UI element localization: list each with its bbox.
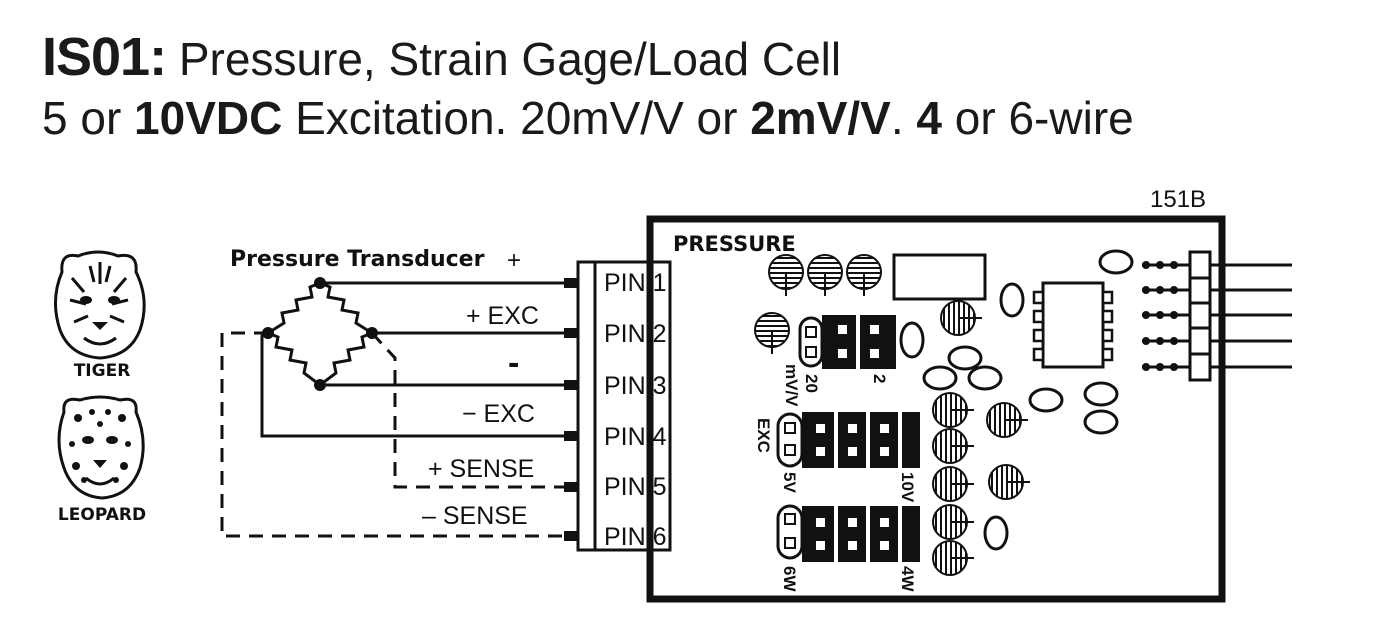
ic-chip	[1032, 281, 1114, 369]
board-model: 151B	[1150, 186, 1206, 213]
capacitor-icon	[986, 402, 1029, 438]
capacitor-icon	[932, 504, 975, 540]
jumper-wiring: 6W 4W	[776, 504, 920, 592]
transducer-label: Pressure Transducer	[230, 247, 485, 272]
title-text-bold: 4	[916, 92, 943, 144]
pin-5-label: PIN 5	[604, 473, 667, 501]
title-text-bold: 2mV/V	[750, 92, 891, 144]
capacitor-icon	[768, 254, 804, 297]
capacitor-icon	[940, 300, 983, 336]
tiger-label: TIGER	[74, 361, 131, 381]
pin-4-label: PIN 4	[604, 423, 667, 451]
title-text: Excitation. 20mV/V or	[295, 92, 738, 144]
capacitor-icon	[846, 254, 882, 297]
title-text-bold: 10VDC	[134, 92, 283, 144]
pin-6-label: PIN 6	[604, 523, 667, 551]
pin-1-label: PIN 1	[604, 269, 667, 297]
tiger-head-icon	[54, 250, 146, 360]
bridge-nodes	[262, 277, 378, 391]
title-text: or 6-wire	[954, 92, 1134, 144]
jumper-gain-unit-label: mV/V	[782, 364, 801, 407]
minus-label: -	[508, 344, 519, 382]
jumper-exc-label: EXC	[754, 418, 773, 453]
capacitor-icon	[932, 540, 975, 576]
plus-label: +	[507, 247, 521, 274]
capacitor-icon	[932, 428, 975, 464]
leopard-label: LEOPARD	[58, 505, 146, 525]
sense-wires	[220, 331, 578, 538]
components	[922, 249, 1134, 551]
jumper-6w-label: 6W	[780, 566, 799, 592]
capacitor-icon	[932, 466, 975, 502]
jumper-gain-2-label: 2	[870, 374, 889, 383]
terminal-block: PIN 1 PIN 2 PIN 3 PIN 4 PIN 5 PIN 6	[564, 260, 672, 552]
jumper-exc-10v-label: 10V	[898, 472, 917, 503]
board-name: PRESSURE	[673, 232, 796, 256]
edge-connector	[1142, 250, 1292, 382]
title-line-1: IS01: Pressure, Strain Gage/Load Cell	[42, 30, 841, 84]
title-description: Pressure, Strain Gage/Load Cell	[178, 33, 842, 85]
capacitor-icon	[988, 464, 1031, 500]
title-line-2: 5 or 10VDC Excitation. 20mV/V or 2mV/V. …	[42, 95, 1134, 141]
title-text: 5 or	[42, 92, 122, 144]
pin-2-label: PIN 2	[604, 320, 667, 348]
capacitor-icon	[754, 312, 790, 355]
wheatstone-bridge	[267, 281, 373, 387]
capacitor-icon	[932, 392, 975, 428]
tiger-logo: TIGER	[54, 250, 146, 381]
product-code: IS01:	[42, 27, 167, 87]
jumper-excitation: EXC 5V 10V	[754, 412, 920, 503]
jumper-gain-20-label: 20	[802, 374, 821, 393]
capacitor-icon	[807, 254, 843, 297]
jumper-gain: 20 mV/V 2	[782, 315, 896, 407]
resistor-block	[892, 253, 987, 301]
sense-plus-label: + SENSE	[428, 455, 534, 483]
jumper-4w-label: 4W	[898, 566, 917, 592]
exc-minus-label: − EXC	[462, 400, 535, 428]
leopard-head-icon	[57, 395, 145, 500]
jumper-exc-5v-label: 5V	[780, 472, 799, 493]
leopard-logo: LEOPARD	[57, 395, 146, 525]
exc-plus-label: + EXC	[466, 302, 539, 330]
signal-board: 151B PRESSURE 20 mV/V 2	[646, 186, 1292, 603]
title-text: .	[890, 92, 904, 144]
pin-3-label: PIN 3	[604, 372, 667, 400]
sense-minus-label: – SENSE	[422, 502, 528, 530]
